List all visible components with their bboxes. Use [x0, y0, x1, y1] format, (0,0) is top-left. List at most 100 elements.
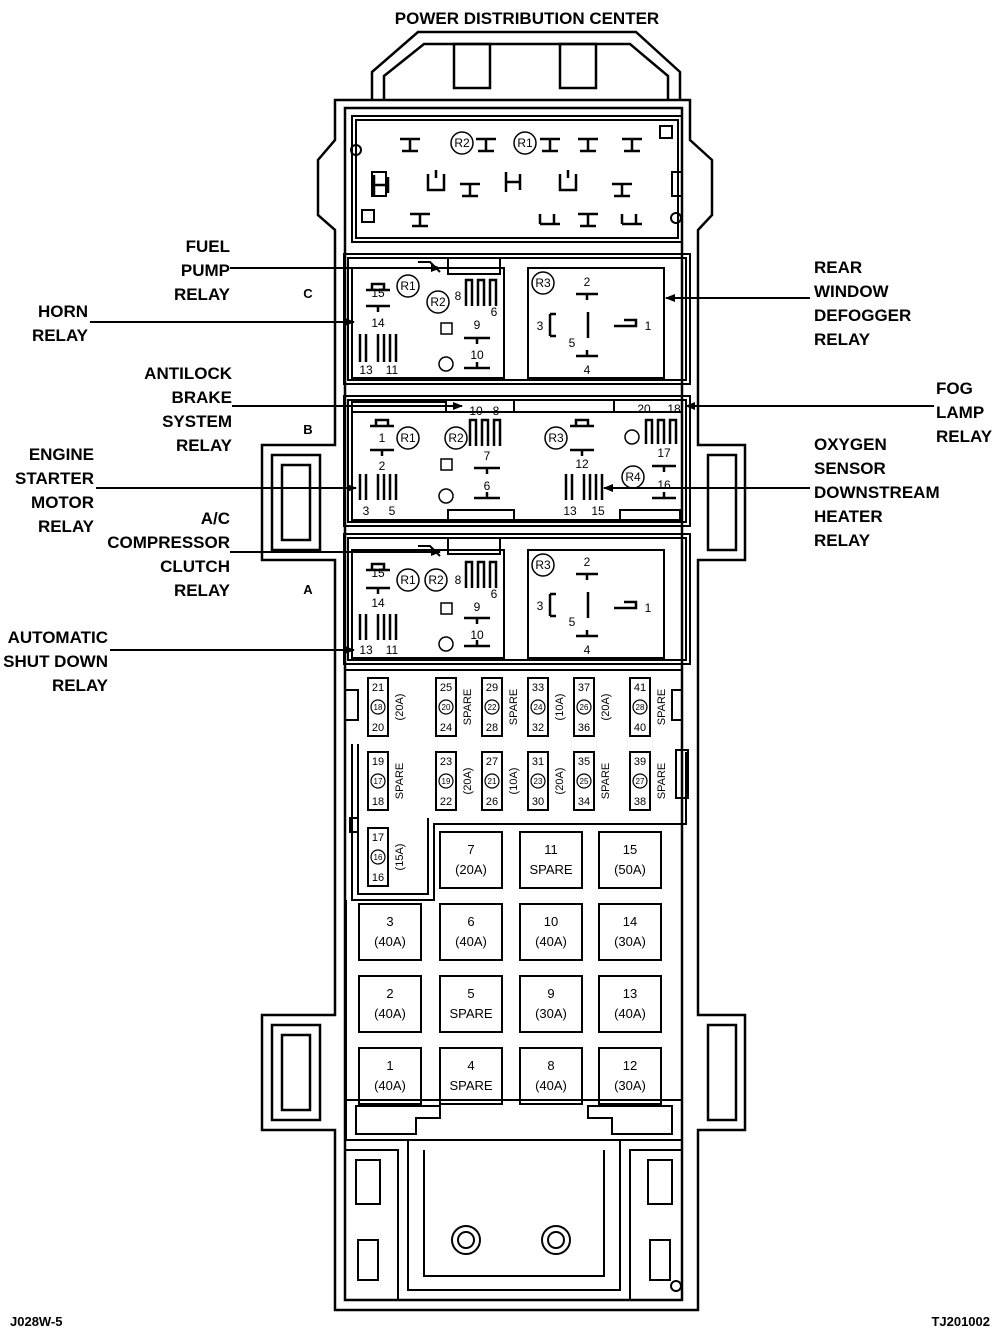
- callout-fuel-pump-line: RELAY: [174, 285, 231, 304]
- row-letter-a: A: [303, 582, 313, 597]
- mini-fuse-top-cavity: 33: [532, 682, 544, 694]
- mini-fuse-number: 28: [636, 703, 645, 712]
- top-connector-block: [350, 115, 683, 243]
- terminal-glyph: [400, 137, 420, 153]
- row-b-pin-8: 8: [493, 404, 500, 418]
- maxi-fuse-number: 11: [544, 842, 558, 857]
- maxi-fuse-rating: (40A): [374, 1006, 406, 1021]
- callout-antilock-line: RELAY: [176, 436, 233, 455]
- row-c-relays: 15 14 13 11 8 6 9 10 R1 R2 R3 2 3 1 5 4: [358, 271, 652, 377]
- mini-fuse-rating: SPARE: [508, 689, 520, 725]
- maxi-fuse-rating: (50A): [614, 862, 646, 877]
- mini-fuse-number: 16: [374, 853, 383, 862]
- row-letter-c: C: [303, 286, 313, 301]
- row-b-pin-13: 13: [563, 504, 577, 518]
- maxi-fuse: 1(40A): [358, 1047, 422, 1105]
- mini-fuse-number: 23: [534, 777, 543, 786]
- row-b-pin-3: 3: [363, 504, 370, 518]
- callout-ac-compressor-line: A/C: [201, 509, 230, 528]
- mini-fuse-bottom-cavity: 22: [440, 796, 452, 808]
- mini-fuse-number-circle: [484, 699, 500, 715]
- terminal-glyph: [460, 182, 480, 198]
- maxi-fuse: 8(40A): [519, 1047, 583, 1105]
- mini-fuse-number: 25: [580, 777, 589, 786]
- callout-oxygen-sensor-line: DOWNSTREAM: [814, 483, 940, 502]
- maxi-fuse-rating: (30A): [614, 934, 646, 949]
- mini-fuse-body: [573, 677, 595, 737]
- mini-fuse-bottom-cavity: 26: [486, 796, 498, 808]
- maxi-fuse-rating: SPARE: [449, 1006, 492, 1021]
- mini-fuse-top-cavity: 39: [634, 756, 646, 768]
- row-c-pin-9: 9: [474, 318, 481, 332]
- maxi-fuse-rating: (40A): [535, 934, 567, 949]
- mini-fuse-bottom-cavity: 30: [532, 796, 544, 808]
- callout-oxygen-sensor-line: RELAY: [814, 531, 871, 550]
- fuse-area-outline: [345, 669, 689, 1300]
- callout-auto-shutdown-line: AUTOMATIC: [8, 628, 108, 647]
- callout-oxygen-sensor-line: HEATER: [814, 507, 883, 526]
- mini-fuse-bottom-cavity: 28: [486, 722, 498, 734]
- row-b-pin-18: 18: [667, 402, 681, 416]
- mini-fuse-body: [629, 677, 651, 737]
- callout-antilock-line: ANTILOCK: [144, 364, 233, 383]
- terminal-glyph: [578, 137, 598, 153]
- row-b-pin-17: 17: [657, 446, 671, 460]
- mini-fuse-number-circle: [530, 773, 546, 789]
- terminal-glyph: [410, 212, 430, 228]
- callout-horn-line: RELAY: [32, 326, 89, 345]
- mini-fuse-number: 24: [534, 703, 543, 712]
- row-a-relays: 15 14 13 11 8 6 9 10 R1 R2 R3 2 3 1 5 4: [358, 553, 652, 657]
- row-a-pin-4: 4: [584, 643, 591, 657]
- mini-fuse-top-cavity: 29: [486, 682, 498, 694]
- mini-fuse-bottom-cavity: 38: [634, 796, 646, 808]
- callout-labels: FUELPUMPRELAYHORNRELAYANTILOCKBRAKESYSTE…: [3, 237, 993, 695]
- callout-horn-line: HORN: [38, 302, 88, 321]
- mini-fuse-bottom-cavity: 32: [532, 722, 544, 734]
- callout-oxygen-sensor-line: OXYGEN: [814, 435, 887, 454]
- maxi-fuse: 13(40A): [598, 975, 662, 1033]
- row-c-pin-6: 6: [491, 305, 498, 319]
- mini-fuse-rating: (20A): [394, 694, 406, 721]
- maxi-fuse-body: [358, 903, 422, 961]
- callout-ac-compressor-line: CLUTCH: [160, 557, 230, 576]
- relay-bays: [343, 253, 691, 665]
- mini-fuse-top-cavity: 27: [486, 756, 498, 768]
- maxi-fuse-body: [598, 903, 662, 961]
- terminal-glyph: [476, 137, 496, 153]
- row-c-pin-2: 2: [584, 275, 591, 289]
- callout-antilock-line: SYSTEM: [162, 412, 232, 431]
- maxi-fuse-number: 9: [547, 986, 554, 1001]
- callout-engine-starter-line: RELAY: [38, 517, 95, 536]
- row-a-pin-11: 11: [386, 643, 399, 657]
- row-b-pin-1: 1: [379, 431, 386, 445]
- diagram-title: POWER DISTRIBUTION CENTER: [395, 9, 659, 28]
- mini-fuse-number: 26: [580, 703, 589, 712]
- row-c-pin-10: 10: [470, 348, 484, 362]
- maxi-fuse: 10(40A): [519, 903, 583, 961]
- row-b-marker-r4: R4: [625, 470, 641, 484]
- maxi-fuse-rating: SPARE: [529, 862, 572, 877]
- mini-fuse-rating: SPARE: [600, 763, 612, 799]
- row-b-pin-6: 6: [484, 479, 491, 493]
- mini-fuse-number-circle: [530, 699, 546, 715]
- top-marker-r1: R1: [517, 136, 533, 150]
- maxi-fuse-body: [439, 1047, 503, 1105]
- footer-left-code: J028W-5: [10, 1314, 63, 1329]
- mini-fuse-rating: SPARE: [462, 689, 474, 725]
- mini-fuse-number-circle: [370, 849, 386, 865]
- row-a-pin-10: 10: [470, 628, 484, 642]
- callout-horn: HORN RELAY: [32, 302, 355, 345]
- maxi-fuse-body: [358, 975, 422, 1033]
- row-a-pin-5: 5: [569, 615, 576, 629]
